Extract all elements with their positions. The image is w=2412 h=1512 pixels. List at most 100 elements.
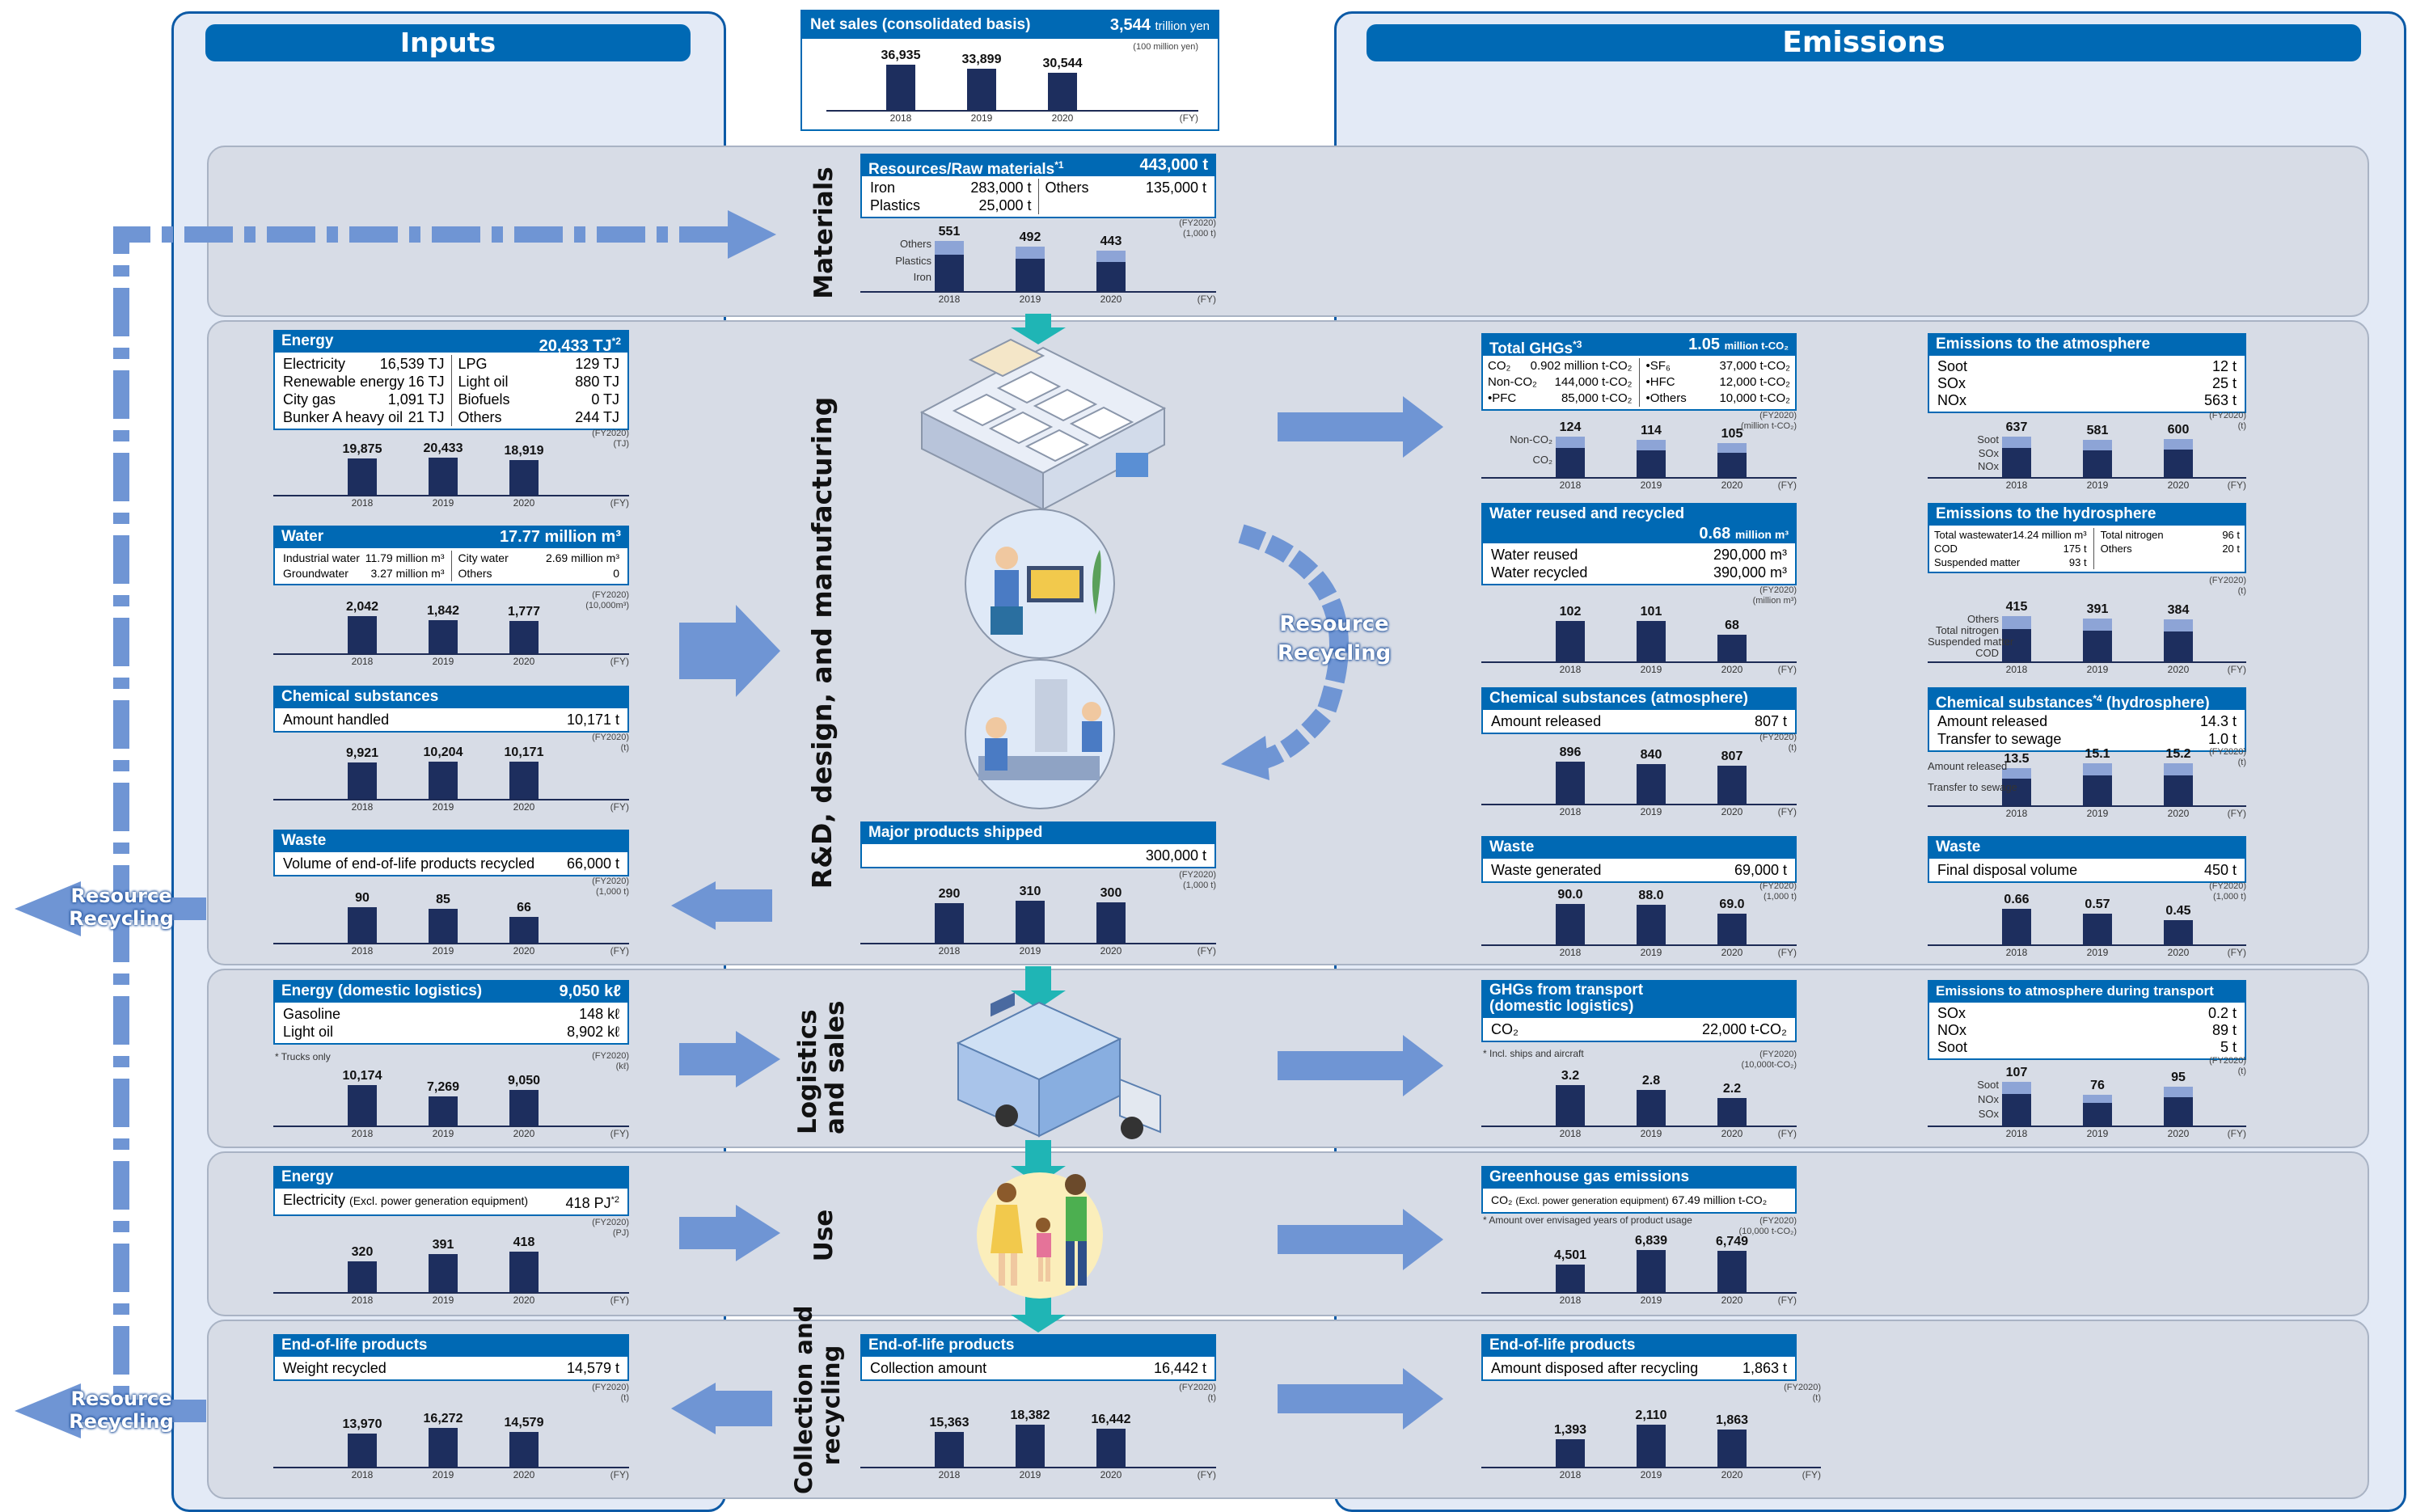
inputs-eol-title-bar: End-of-life products — [273, 1334, 629, 1357]
chart-axis — [273, 1467, 629, 1468]
chart-bar-2020 — [1717, 913, 1747, 944]
chart-unit: (FY2020)(t) — [2209, 1056, 2246, 1077]
chart-axis — [826, 110, 1198, 112]
inputs-chem-row-label: Amount handled — [283, 712, 390, 728]
chart-year-label: 2019 — [2086, 664, 2109, 675]
chart-value-label: 7,269 — [426, 1080, 460, 1095]
chart-value-label: 68 — [1725, 618, 1739, 632]
chart-unit-measure: (kℓ) — [615, 1062, 629, 1071]
chart-year-label: 2020 — [513, 497, 535, 509]
em-eol-title: End-of-life products — [1489, 1337, 1636, 1354]
chart-unit-note: (100 million yen) — [1133, 42, 1198, 52]
chart-value-label: 391 — [432, 1238, 454, 1252]
chart-year-label: 2018 — [2005, 947, 2028, 958]
em-chem-air-row-value: 807 t — [1754, 713, 1787, 729]
chart-bar-upper-segment-2019 — [2083, 1094, 2112, 1104]
major-products-value: 300,000 t — [1145, 847, 1206, 864]
row-label: Suspended matter — [1934, 556, 2021, 568]
row-label: Biofuels — [458, 391, 510, 408]
row-label: SOx — [1937, 375, 1966, 391]
em-use-title-bar: Greenhouse gas emissions — [1481, 1166, 1797, 1189]
inputs-logistics-note: * Trucks only — [275, 1051, 331, 1062]
inputs-waste-row-value: 66,000 t — [566, 855, 619, 872]
stage-logistics-line1: Logistics — [793, 1009, 822, 1134]
materials-others-label: Others — [1045, 179, 1089, 196]
inputs-energy-total: 20,433 TJ — [539, 336, 612, 353]
chart-segment-label: Transfer to sewage — [1928, 781, 2017, 793]
chart-year-label: 2019 — [1640, 1128, 1662, 1139]
chart-bar-2018 — [348, 1085, 377, 1126]
em-air-title-bar: Emissions to the atmosphere — [1928, 333, 2246, 356]
inputs-use-row-label-small: (Excl. power generation equipment) — [349, 1194, 529, 1207]
row-value: 390,000 m³ — [1713, 564, 1787, 581]
chart-bar-upper-segment-2018 — [2002, 616, 2031, 629]
chart-year-label: 2020 — [1721, 664, 1743, 675]
chart-year-label: 2020 — [513, 656, 535, 667]
chart-value-label: 13,970 — [342, 1417, 382, 1431]
stage-collection-line2: recycling — [817, 1345, 845, 1466]
row-value: 2.69 million m³ — [545, 551, 619, 564]
chart-value-label: 19,875 — [342, 442, 382, 457]
chart-bar-2018 — [1556, 762, 1585, 804]
chart-year-label: 2019 — [432, 1294, 454, 1306]
row-label: City water — [458, 551, 509, 564]
row-label: Industrial water — [283, 551, 360, 564]
chart-segment-label: SOx — [1978, 446, 1999, 459]
chart-unit-fy: (FY2020) — [1759, 733, 1797, 742]
chart-unit: (FY2020)(10,000t-CO₂) — [1742, 1050, 1797, 1071]
inputs-energy-title: Energy — [281, 332, 334, 349]
stage-use: Use — [809, 1209, 838, 1262]
manufacturing-illustration — [965, 659, 1115, 809]
chart-year-label: 2019 — [1019, 1469, 1041, 1480]
chart-unit-fy: (FY2020) — [1759, 1050, 1797, 1059]
chart-bar-2019 — [1637, 905, 1666, 944]
inputs-eol-row-label: Weight recycled — [283, 1360, 387, 1376]
chart-year-label: 2019 — [1640, 947, 1662, 958]
chart-value-label: 443 — [1100, 234, 1122, 249]
chart-unit-fy: (FY2020) — [592, 429, 629, 438]
chart-year-label: 2018 — [889, 112, 912, 124]
chart-value-label: 600 — [2167, 422, 2190, 437]
inputs-logistics-card: Energy (domestic logistics)9,050 kℓ Gaso… — [273, 980, 629, 1045]
chart-value-label: 3.2 — [1561, 1069, 1580, 1083]
chart-fy-label: (FY) — [1197, 294, 1216, 305]
chart-value-label: 9,921 — [345, 746, 379, 761]
row-label: COD — [1934, 543, 1958, 555]
chart-segment-label: Suspended matter — [1928, 636, 2014, 648]
chart-value-label: 10,204 — [423, 745, 463, 759]
chart-unit-measure: (1,000 t) — [596, 887, 629, 897]
chart-unit: (FY2020)(1,000 t) — [1759, 881, 1797, 902]
chart-value-label: 1,842 — [426, 603, 460, 618]
em-waste-row-value: 69,000 t — [1734, 862, 1787, 878]
chart-unit-measure: (1,000 t) — [1183, 229, 1216, 239]
chart-bar-upper-segment-2018 — [2002, 1082, 2031, 1095]
row-label: NOx — [1937, 1022, 1966, 1038]
chart-bar-2018 — [1556, 904, 1585, 944]
inputs-logistics-title: Energy (domestic logistics) — [281, 982, 483, 999]
net-sales-title: Net sales (consolidated basis) — [810, 16, 1031, 33]
chart-year-label: 2018 — [351, 801, 374, 813]
materials-others-value: 135,000 t — [1145, 179, 1206, 196]
chart-bar-2019 — [1016, 1425, 1045, 1467]
left-recycle-label-bottom: Resource Recycling — [65, 1387, 178, 1433]
chart-year-label: 2019 — [1640, 479, 1662, 491]
chart-unit: (FY2020)(1,000 t) — [1179, 870, 1216, 891]
left-recycle-label-bottom-2: Recycling — [69, 1410, 174, 1433]
